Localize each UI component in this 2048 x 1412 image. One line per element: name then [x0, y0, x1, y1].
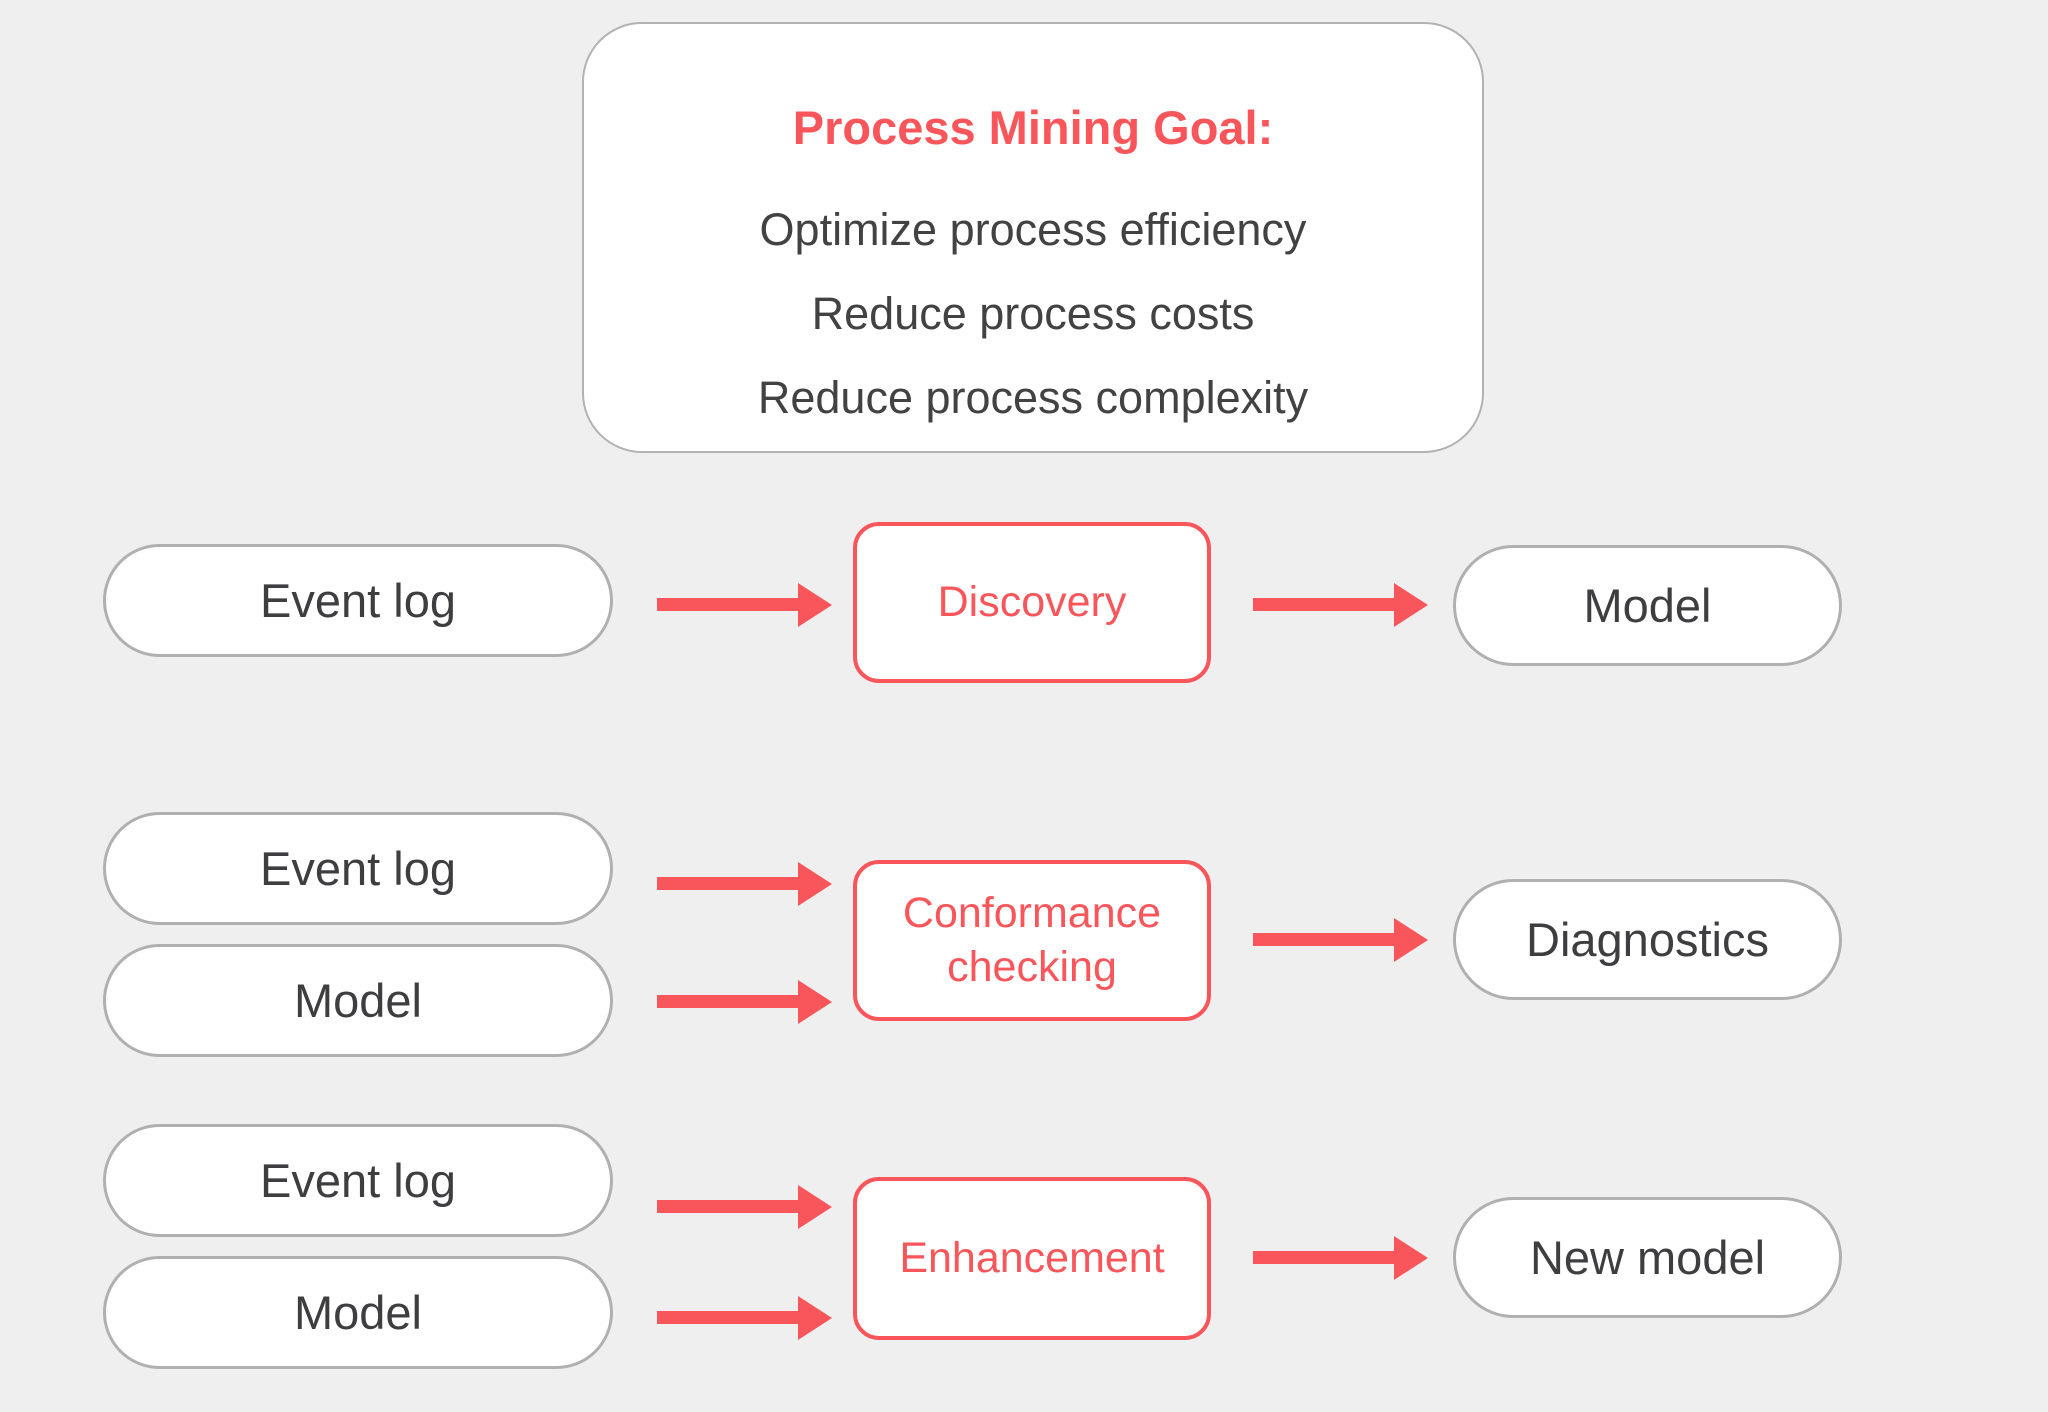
- arrow-conformance-to-diagnostics-icon: [1253, 918, 1428, 962]
- input-pill-label: Model: [293, 974, 422, 1027]
- arrow-shaft: [657, 1200, 798, 1213]
- arrow-head: [798, 1296, 832, 1340]
- arrow-shaft: [657, 1311, 798, 1324]
- arrow-head: [1394, 918, 1428, 962]
- output-pill-new-model: New model: [1453, 1197, 1842, 1318]
- process-box-label: Discovery: [937, 577, 1127, 626]
- arrow-head: [1394, 583, 1428, 627]
- process-box-label: Conformance checking: [902, 888, 1162, 991]
- process-box-discovery: Discovery: [853, 522, 1211, 683]
- input-pill-label: Event log: [260, 1154, 456, 1207]
- input-pill-model-row2: Model: [103, 944, 613, 1057]
- process-box-conformance-checking: Conformance checking: [853, 860, 1211, 1021]
- arrow-model-to-conformance-icon: [657, 980, 832, 1024]
- arrow-event-log-to-conformance-icon: [657, 862, 832, 906]
- arrow-shaft: [657, 995, 798, 1008]
- output-pill-model-row1: Model: [1453, 545, 1842, 666]
- goal-item-optimize-efficiency: Optimize process efficiency: [759, 204, 1307, 255]
- arrow-head: [798, 980, 832, 1024]
- output-pill-diagnostics: Diagnostics: [1453, 879, 1842, 1000]
- arrow-event-log-to-discovery-icon: [657, 583, 832, 627]
- arrow-head: [798, 862, 832, 906]
- arrow-shaft: [657, 598, 798, 611]
- input-pill-event-log-row3: Event log: [103, 1124, 613, 1237]
- arrow-shaft: [1253, 598, 1394, 611]
- process-box-label: Enhancement: [899, 1233, 1165, 1282]
- arrow-head: [1394, 1236, 1428, 1280]
- input-pill-event-log-row2: Event log: [103, 812, 613, 925]
- process-box-enhancement: Enhancement: [853, 1177, 1211, 1340]
- arrow-event-log-to-enhancement-icon: [657, 1185, 832, 1229]
- output-pill-label: Diagnostics: [1526, 913, 1769, 966]
- goal-title: Process Mining Goal:: [792, 101, 1274, 154]
- input-pill-label: Event log: [260, 842, 456, 895]
- output-pill-label: New model: [1529, 1231, 1766, 1284]
- output-pill-label: Model: [1583, 579, 1712, 632]
- arrow-discovery-to-model-icon: [1253, 583, 1428, 627]
- arrow-shaft: [1253, 1251, 1394, 1264]
- arrow-head: [798, 1185, 832, 1229]
- goal-item-reduce-complexity: Reduce process complexity: [757, 372, 1309, 423]
- arrow-model-to-enhancement-icon: [657, 1296, 832, 1340]
- input-pill-model-row3: Model: [103, 1256, 613, 1369]
- input-pill-label: Event log: [260, 574, 456, 627]
- arrow-shaft: [657, 877, 798, 890]
- arrow-head: [798, 583, 832, 627]
- input-pill-label: Model: [293, 1286, 422, 1339]
- arrow-enhancement-to-new-model-icon: [1253, 1236, 1428, 1280]
- arrow-shaft: [1253, 933, 1394, 946]
- goal-box: Process Mining Goal: Optimize process ef…: [582, 22, 1484, 453]
- goal-item-reduce-costs: Reduce process costs: [811, 288, 1255, 339]
- input-pill-event-log-row1: Event log: [103, 544, 613, 657]
